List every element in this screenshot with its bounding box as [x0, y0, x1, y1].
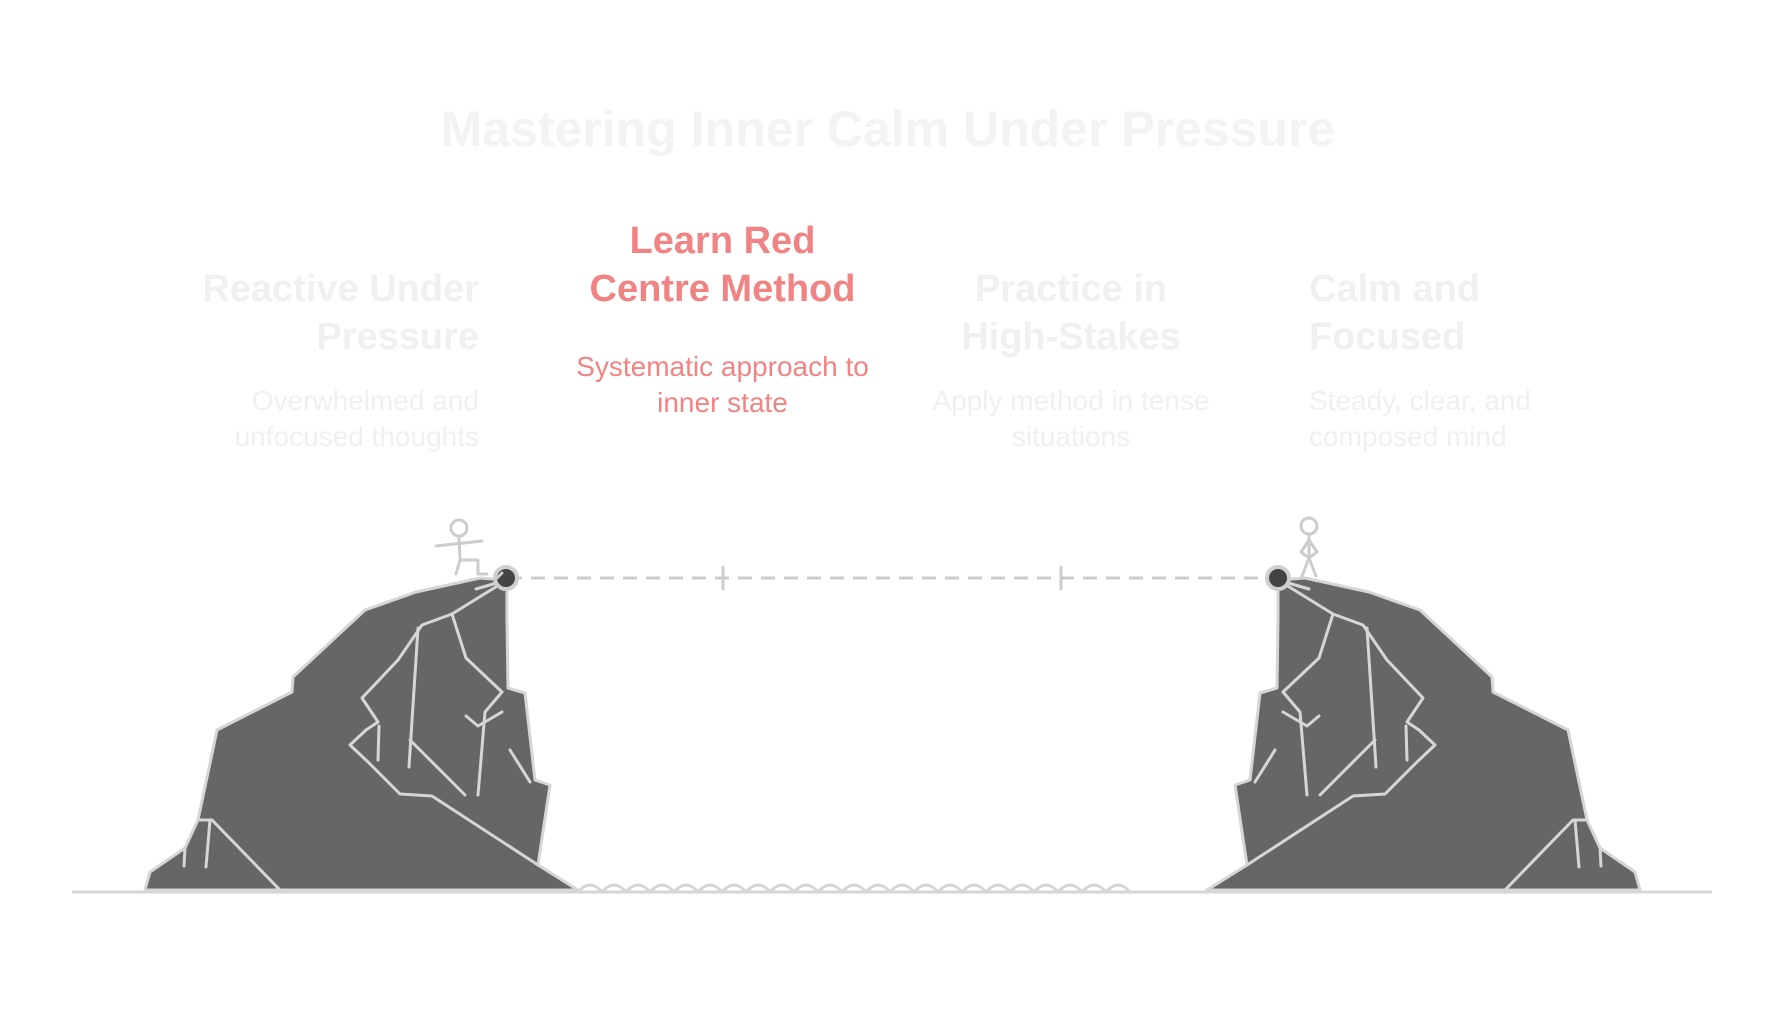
- stage-practice-heading: Practice in High-Stakes: [961, 268, 1181, 358]
- right-cliff: [1205, 576, 1642, 892]
- stage-practice: Practice in High-Stakes Apply method in …: [926, 265, 1216, 455]
- stage-learn-method-heading: Learn Red Centre Method: [589, 220, 856, 310]
- stage-practice-description: Apply method in tense situations: [932, 385, 1210, 452]
- standing-figure-icon: [1299, 516, 1319, 578]
- walking-figure-icon: [434, 518, 504, 582]
- stage-learn-method-description: Systematic approach to inner state: [576, 351, 869, 418]
- stage-reactive-heading: Reactive Under Pressure: [202, 268, 479, 358]
- stage-calm-description: Steady, clear, and composed mind: [1309, 385, 1532, 452]
- water-waves: [576, 883, 1132, 895]
- stage-learn-method: Learn Red Centre Method Systematic appro…: [570, 217, 875, 421]
- stage-calm: Calm and Focused Steady, clear, and comp…: [1309, 265, 1589, 455]
- left-cliff: [143, 576, 580, 892]
- stage-calm-heading: Calm and Focused: [1309, 268, 1481, 358]
- stage-reactive-description: Overwhelmed and unfocused thoughts: [234, 385, 479, 452]
- stage-reactive: Reactive Under Pressure Overwhelmed and …: [179, 265, 479, 455]
- diagram-title: Mastering Inner Calm Under Pressure: [440, 101, 1336, 157]
- end-anchor-node: [1265, 565, 1291, 591]
